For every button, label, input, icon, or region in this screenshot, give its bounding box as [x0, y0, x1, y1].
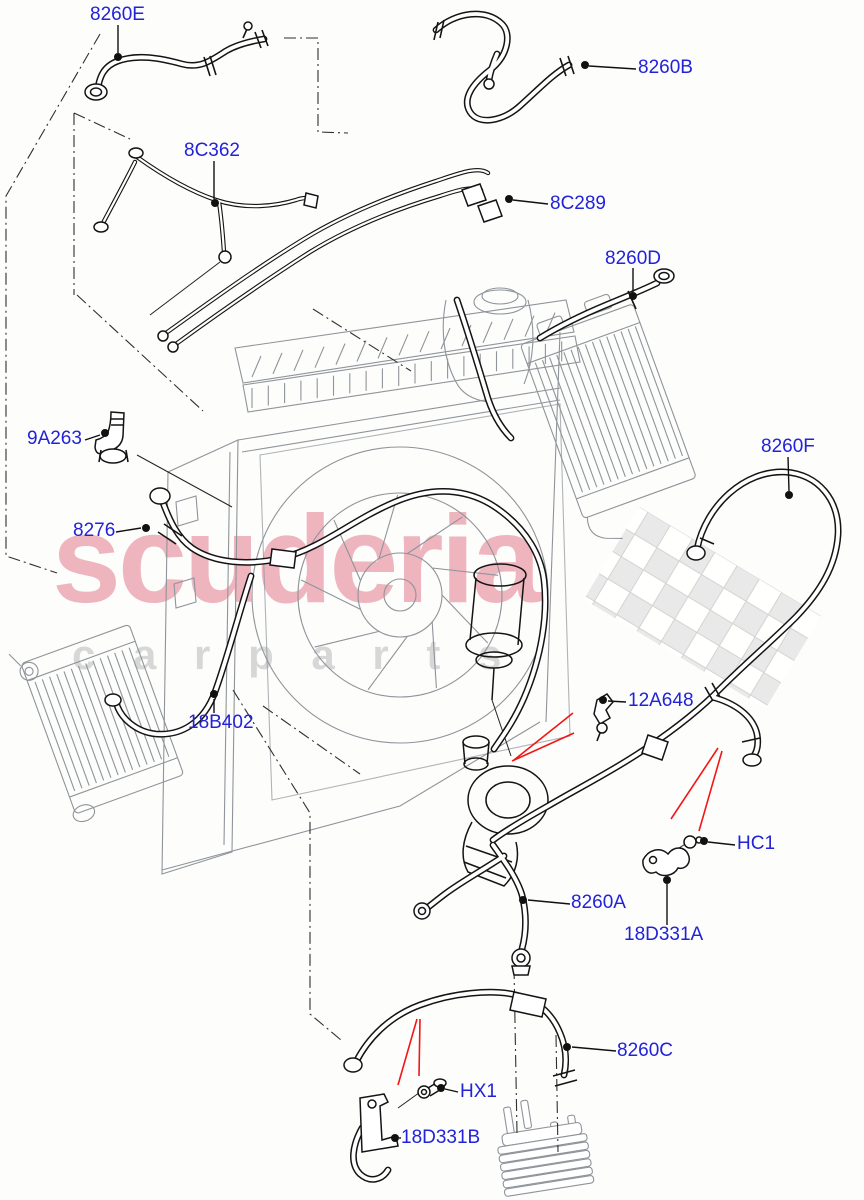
part-9A263 [94, 411, 129, 464]
main-radiator-assembly [161, 299, 581, 875]
water-pump-cluster [462, 563, 549, 887]
part-label-8C289[interactable]: 8C289 [550, 193, 606, 214]
part-label-8260D[interactable]: 8260D [605, 248, 661, 269]
part-label-8C362[interactable]: 8C362 [184, 140, 240, 161]
leaders [84, 25, 793, 1142]
pipes [100, 154, 491, 347]
red-pointers [397, 712, 723, 1086]
part-label-18D331A[interactable]: 18D331A [624, 924, 704, 945]
part-label-8276[interactable]: 8276 [73, 520, 116, 541]
engine-fragment [442, 287, 534, 403]
watermark-subtitle: c a r p a r t s [72, 631, 515, 678]
part-12A648 [593, 693, 614, 742]
part-label-8260A[interactable]: 8260A [571, 892, 626, 913]
part-label-8260F[interactable]: 8260F [761, 436, 815, 457]
part-label-18D331B[interactable]: 18D331B [401, 1127, 481, 1148]
part-HX1-bolt [417, 1078, 447, 1099]
part-label-18B402[interactable]: 18B402 [188, 712, 254, 733]
right-aux-radiator [520, 293, 696, 539]
left-aux-radiator [8, 624, 184, 823]
part-18D331B-bracket [359, 1093, 399, 1153]
part-label-HX1[interactable]: HX1 [460, 1081, 497, 1102]
part-label-8260B[interactable]: 8260B [638, 57, 693, 78]
part-label-12A648[interactable]: 12A648 [628, 690, 694, 711]
part-18D331A-bracket [642, 847, 690, 877]
fittings [84, 19, 762, 1087]
part-label-8260E[interactable]: 8260E [90, 4, 145, 25]
checkered-flag-watermark [583, 506, 822, 709]
part-label-9A263[interactable]: 9A263 [27, 428, 82, 449]
part-label-8260C[interactable]: 8260C [617, 1040, 673, 1061]
part-HC1-bolt [683, 835, 703, 849]
cooling-fan [251, 446, 549, 744]
part-label-HC1[interactable]: HC1 [737, 833, 776, 854]
oil-cooler [497, 1099, 595, 1197]
